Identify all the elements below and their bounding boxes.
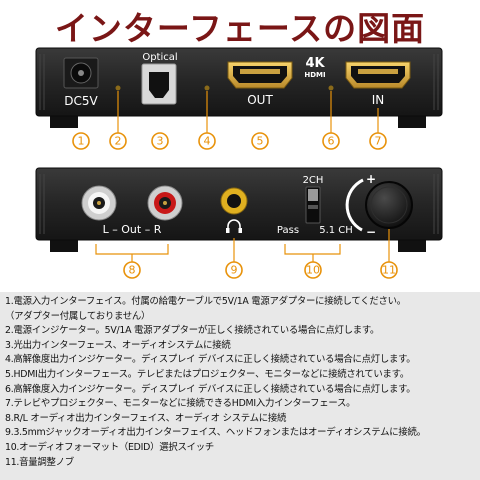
switch-2ch-label: 2CH xyxy=(303,175,324,186)
legend-line: 1.電源入力インターフェイス。付属の給電ケーブルで5V/1A 電源アダプターに接… xyxy=(5,296,406,307)
legend-line: 9.3.5mmジャックオーディオ出力インターフェイス、ヘッドフォンまたはオーディ… xyxy=(5,427,426,439)
legend-line: 10.オーディオフォーマット（EDID）選択スイッチ xyxy=(5,441,215,453)
switch-51ch-label: 5.1 CH xyxy=(319,225,353,236)
callout-6: 6 xyxy=(328,135,335,148)
top-panel: DC5V Optical OUT 4K HDMI IN xyxy=(35,47,443,128)
rca-left-port[interactable] xyxy=(81,185,117,221)
legend-line: 6.高解像度入力インジケーター。ディスプレイ デバイスに正しく接続されている場合… xyxy=(5,383,416,395)
output-indicator-led xyxy=(204,85,210,91)
rca-label: L – Out – R xyxy=(103,223,162,236)
bottom-panel: L – Out – R 2CH Pass 5.1 CH + − xyxy=(35,167,443,252)
knob-minus-label: − xyxy=(366,225,376,239)
legend-line: 5.HDMI出力インターフェース。テレビまたはプロジェクター、モニターなどに接続… xyxy=(5,368,409,380)
bottom-callouts: 8 9 10 11 xyxy=(95,229,398,279)
callout-10: 10 xyxy=(306,264,320,277)
callout-7: 7 xyxy=(375,135,382,148)
device-diagram: DC5V Optical OUT 4K HDMI IN xyxy=(35,47,443,279)
hdmi-out-label: OUT xyxy=(247,93,273,107)
switch-pass-label: Pass xyxy=(277,225,299,236)
device-foot-right xyxy=(398,114,426,128)
dc-power-jack[interactable] xyxy=(63,57,99,89)
device-foot-left-2 xyxy=(50,238,78,252)
power-indicator-led xyxy=(115,85,121,91)
legend-line: 11.音量調整ノブ xyxy=(5,456,74,468)
knob-plus-label: + xyxy=(366,172,376,186)
dc-label: DC5V xyxy=(64,94,98,108)
legend-line: 7.テレビやプロジェクター、モニターなどに接続できるHDMI入力インターフェース… xyxy=(5,398,356,410)
callout-11: 11 xyxy=(382,264,396,277)
hdmi-logo-text: HDMI xyxy=(304,71,325,79)
legend-line: 8.R/L オーディオ出力インターフェイス、オーディオ システムに接続 xyxy=(5,412,287,424)
headphone-jack[interactable] xyxy=(220,187,248,215)
rca-right-port[interactable] xyxy=(147,185,183,221)
callout-1: 1 xyxy=(78,135,85,148)
hdmi-in-port[interactable] xyxy=(345,61,411,89)
page-title: インターフェースの図面 xyxy=(54,9,426,48)
headphone-icon xyxy=(226,219,242,233)
callout-5: 5 xyxy=(257,135,264,148)
legend-line: 2.電源インジケーター。5V/1A 電源アダプターが正しく接続されている場合に点… xyxy=(5,325,380,337)
top-callouts: 1 2 3 4 5 6 7 xyxy=(72,91,387,150)
device-foot-left xyxy=(50,114,78,128)
legend-line: 4.高解像度出力インジケーター。ディスプレイ デバイスに正しく接続されている場合… xyxy=(5,354,416,366)
legend-line: 3.光出力インターフェース、オーディオシステムに接続 xyxy=(5,339,231,351)
volume-arc xyxy=(345,178,364,232)
callout-4: 4 xyxy=(204,135,211,148)
volume-knob[interactable] xyxy=(365,181,413,229)
callout-3: 3 xyxy=(157,135,164,148)
legend-panel: 1.電源入力インターフェイス。付属の給電ケーブルで5V/1A 電源アダプターに接… xyxy=(0,292,480,480)
input-indicator-led xyxy=(328,85,334,91)
callout-8: 8 xyxy=(129,264,136,277)
hdmi-4k-logo: 4K xyxy=(305,56,325,71)
audio-format-switch[interactable] xyxy=(305,186,321,224)
optical-port[interactable] xyxy=(141,63,177,105)
optical-label: Optical xyxy=(142,52,177,63)
legend-line: （アダプター付属しておりません） xyxy=(5,310,151,322)
device-foot-right-2 xyxy=(398,238,426,252)
callout-2: 2 xyxy=(115,135,122,148)
callout-9: 9 xyxy=(231,264,238,277)
hdmi-in-label: IN xyxy=(372,93,385,107)
hdmi-out-port[interactable] xyxy=(227,61,293,89)
